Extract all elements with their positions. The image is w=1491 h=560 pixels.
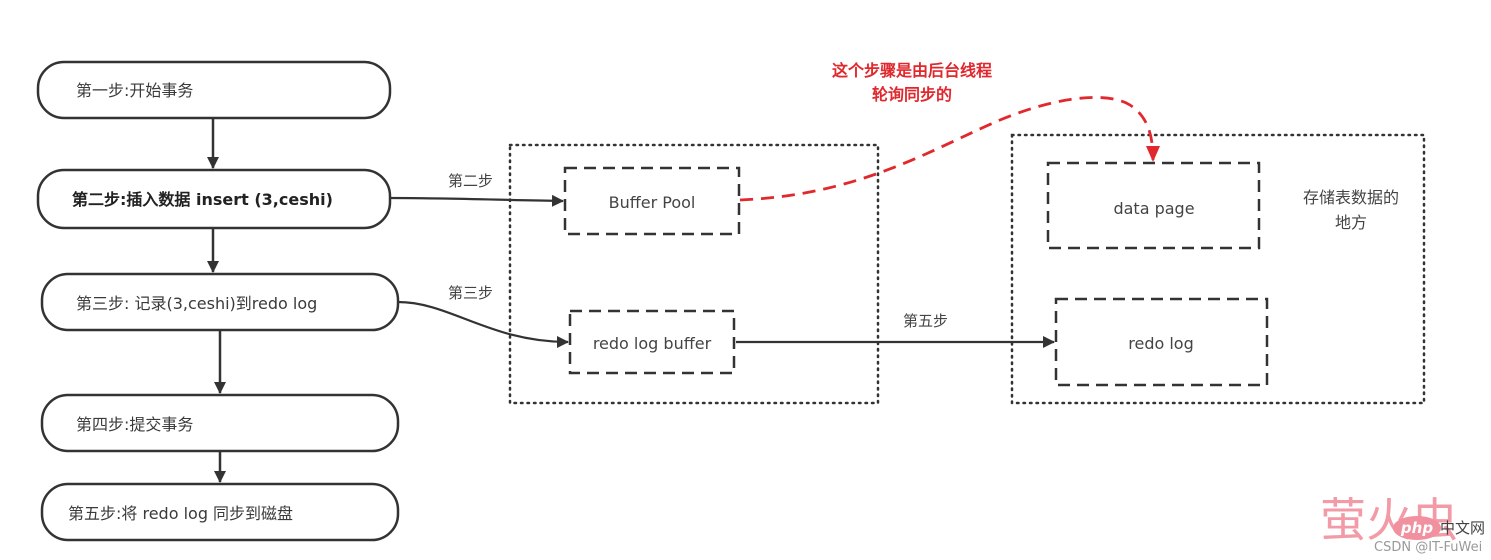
note-line-2: 轮询同步的 xyxy=(872,85,952,104)
edge-step2-buffer-pool: 第二步 xyxy=(389,172,564,207)
disk-note-line-1: 存储表数据的 xyxy=(1303,188,1399,207)
background-thread-note: 这个步骤是由后台线程 轮询同步的 xyxy=(832,61,992,104)
edge-buffer-pool-data-page xyxy=(739,96,1160,202)
watermark-cn: 中文网 xyxy=(1440,519,1485,537)
redo-log-buffer-label: redo log buffer xyxy=(593,334,712,353)
data-page-label: data page xyxy=(1113,199,1194,218)
buffer-pool-label: Buffer Pool xyxy=(609,193,696,212)
disk-container xyxy=(1010,133,1426,405)
disk-note-line-2: 地方 xyxy=(1335,213,1367,232)
edge-label-step3: 第三步 xyxy=(448,284,493,302)
flow-step-3: 第三步: 记录(3,ceshi)到redo log xyxy=(40,272,400,332)
flow-step-4: 第四步:提交事务 xyxy=(40,393,400,453)
php-logo-icon xyxy=(1393,516,1441,540)
data-page-box: data page xyxy=(1046,161,1261,250)
memory-container xyxy=(508,143,880,405)
flow-step-3-label: 第三步: 记录(3,ceshi)到redo log xyxy=(76,294,317,313)
flow-steps: 第一步:开始事务 第二步:插入数据 insert (3,ceshi) 第三步: … xyxy=(36,60,400,542)
flow-step-4-label: 第四步:提交事务 xyxy=(76,415,193,434)
flow-arrows xyxy=(207,118,226,483)
flow-step-2-label: 第二步:插入数据 insert (3,ceshi) xyxy=(72,190,333,209)
redo-log-box: redo log xyxy=(1054,297,1269,387)
redo-log-buffer-box: redo log buffer xyxy=(568,309,736,375)
flow-step-2: 第二步:插入数据 insert (3,ceshi) xyxy=(36,168,392,230)
edge-label-step5: 第五步 xyxy=(903,312,948,330)
flow-step-1-label: 第一步:开始事务 xyxy=(76,81,193,100)
watermark-credit: CSDN @IT-FuWei xyxy=(1374,540,1482,555)
note-line-1: 这个步骤是由后台线程 xyxy=(832,61,992,80)
flow-step-5: 第五步:将 redo log 同步到磁盘 xyxy=(40,482,400,542)
flow-step-1: 第一步:开始事务 xyxy=(36,60,392,120)
watermark-big-text: 萤火虫 xyxy=(1320,493,1458,547)
redo-log-label: redo log xyxy=(1128,334,1194,353)
buffer-pool-box: Buffer Pool xyxy=(563,166,741,236)
edge-redo-log-buffer-redo-log: 第五步 xyxy=(736,312,1055,348)
edge-step3-redo-log-buffer: 第三步 xyxy=(397,284,569,348)
watermark: 萤火虫 php 中文网 CSDN @IT-FuWei xyxy=(1320,493,1485,555)
disk-note: 存储表数据的 地方 xyxy=(1303,188,1399,232)
watermark-php: php xyxy=(1400,519,1433,537)
edge-label-step2: 第二步 xyxy=(448,172,493,190)
red-arrowhead-icon xyxy=(1146,146,1160,162)
flow-step-5-label: 第五步:将 redo log 同步到磁盘 xyxy=(68,504,293,523)
